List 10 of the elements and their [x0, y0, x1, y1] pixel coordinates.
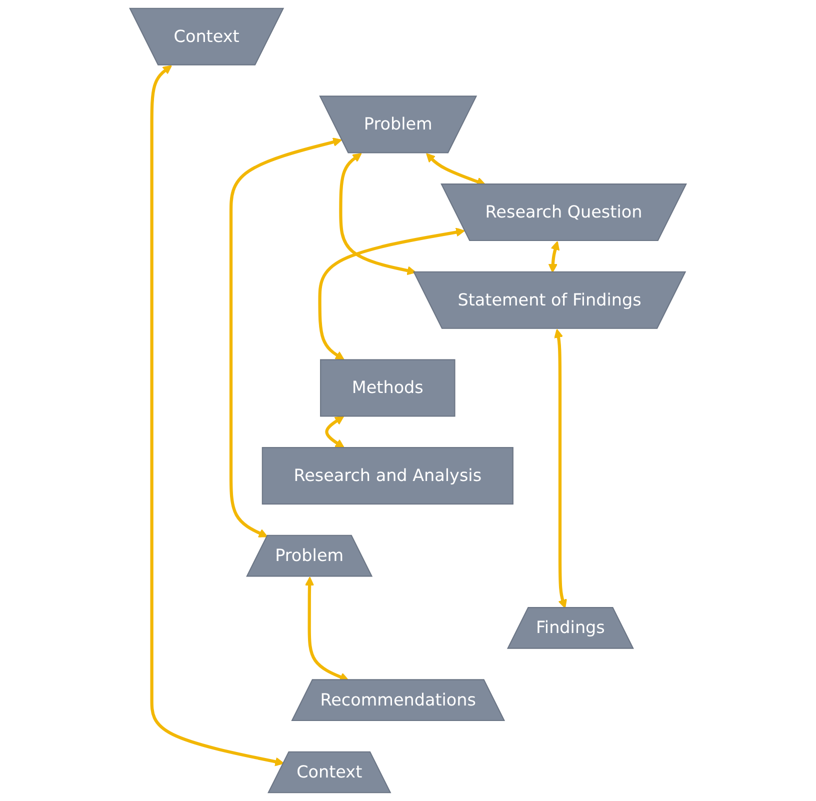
arrow — [150, 65, 284, 766]
node-box: Research and Analysis — [262, 447, 514, 505]
arrow — [229, 138, 342, 538]
arrow — [304, 576, 349, 682]
arrow — [554, 328, 567, 608]
node-box: Methods — [320, 359, 456, 417]
arrow — [548, 241, 560, 273]
arrow — [318, 228, 465, 360]
arrow — [339, 153, 416, 276]
arrow — [325, 416, 344, 448]
